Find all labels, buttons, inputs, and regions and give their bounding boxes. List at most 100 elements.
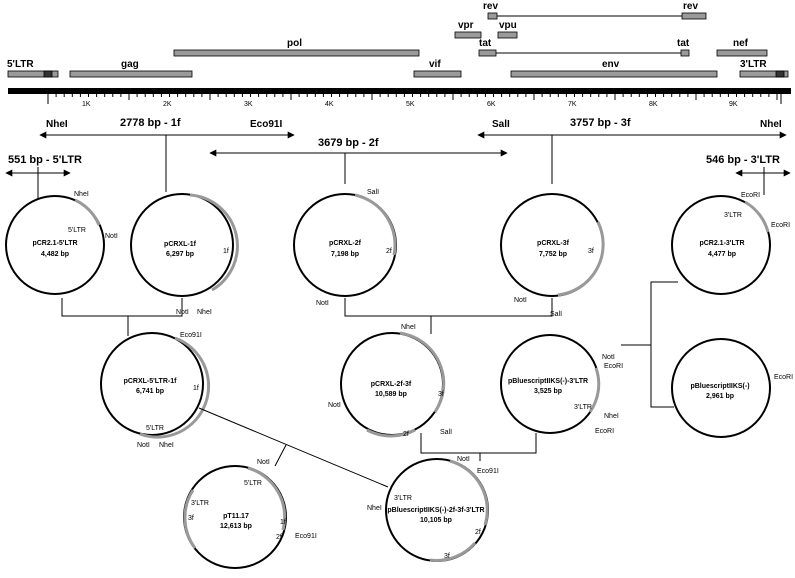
- p6-size: 6,741 bp: [136, 388, 164, 395]
- ltr3-box: [739, 70, 789, 78]
- p11-size: 10,105 bp: [420, 517, 452, 524]
- p2-feat-nhei: NheI: [197, 309, 212, 316]
- p1-feat-noti: NotI: [105, 233, 118, 240]
- tat2-box: [680, 49, 690, 57]
- vpr-box: [454, 31, 482, 39]
- site-nhei-left: NheI: [46, 119, 68, 130]
- tick-label-1k: 1K: [82, 101, 91, 108]
- genome-ruler: [8, 88, 791, 94]
- p5-feat-3ltr: 3'LTR: [724, 212, 742, 219]
- nef-label: nef: [733, 38, 749, 49]
- p10-feat-3ltr: 3'LTR: [191, 500, 209, 507]
- p1-feat-5ltr: 5'LTR: [68, 227, 86, 234]
- tick-label-2k: 2K: [163, 101, 172, 108]
- p7-feat-3f: 3f: [438, 391, 444, 398]
- p2-name: pCRXL-1f: [164, 241, 197, 248]
- tat1-box: [478, 49, 497, 57]
- p7-feat-sali: SalI: [440, 429, 452, 436]
- p7-name: pCRXL-2f-3f: [371, 381, 412, 388]
- p10-size: 12,613 bp: [220, 523, 252, 530]
- p10-feat-noti: NotI: [257, 459, 270, 466]
- plasmid-p4: pCRXL-3f 7,752 bp 3f NotI SalI: [500, 193, 605, 318]
- plasmid-p9: pBluescriptIIKS(-) 2,961 bp EcoRI: [671, 338, 793, 438]
- p7-feat-2f: 2f: [403, 431, 409, 438]
- cloning-connectors: [61, 281, 678, 488]
- p10-feat-2f: 2f: [276, 534, 282, 541]
- env-box: [510, 70, 718, 78]
- fragment-3f-label: 3757 bp - 3f: [570, 117, 631, 129]
- fragment-2f-label: 3679 bp - 2f: [318, 137, 379, 149]
- tat1-label: tat: [479, 38, 492, 49]
- ltr5-label: 5'LTR: [7, 59, 34, 70]
- plasmid-p7: pCRXL-2f-3f 10,589 bp NheI 3f NotI 2f Sa…: [328, 324, 452, 438]
- fragment-1f-label: 2778 bp - 1f: [120, 117, 181, 129]
- p6-feat-1f: 1f: [193, 385, 199, 392]
- p8-feat-ecori1: EcoRI: [604, 363, 623, 370]
- p4-feat-sali: SalI: [550, 311, 562, 318]
- p4-feat-noti: NotI: [514, 297, 527, 304]
- tick-label-8k: 8K: [649, 101, 658, 108]
- plasmid-p10: pT11.17 12,613 bp NotI 5'LTR 3'LTR 3f 1f…: [183, 459, 317, 569]
- nef-box: [716, 49, 768, 57]
- tick-label-9k: 9K: [729, 101, 738, 108]
- p6-feat-5ltr: 5'LTR: [146, 425, 164, 432]
- vpr-label: vpr: [458, 20, 474, 31]
- p6-feat-noti: NotI: [137, 442, 150, 449]
- pol-label: pol: [287, 38, 302, 49]
- rev1-label: rev: [483, 1, 498, 12]
- p10-feat-3f: 3f: [188, 515, 194, 522]
- p1-name: pCR2.1-5'LTR: [32, 240, 77, 247]
- p3-size: 7,198 bp: [331, 251, 359, 258]
- p1-size: 4,482 bp: [41, 251, 69, 258]
- plasmid-p3: pCRXL-2f 7,198 bp SalI 2f NotI: [293, 189, 397, 307]
- p3-feat-sali: SalI: [367, 189, 379, 196]
- p1-feat-nhei: NheI: [74, 191, 89, 198]
- p10-name: pT11.17: [223, 513, 249, 520]
- p11-feat-nhei: NheI: [367, 505, 382, 512]
- p8-size: 3,525 bp: [534, 388, 562, 395]
- p2-feat-1f: 1f: [223, 248, 229, 255]
- p10-feat-5ltr: 5'LTR: [244, 480, 262, 487]
- p9-size: 2,961 bp: [706, 393, 734, 400]
- ltr3-box-dark: [775, 70, 785, 78]
- tick-label-6k: 6K: [487, 101, 496, 108]
- p7-feat-nhei: NheI: [401, 324, 416, 331]
- site-nhei-right: NheI: [760, 119, 782, 130]
- rev2-label: rev: [683, 1, 698, 12]
- p11-feat-3f: 3f: [444, 553, 450, 560]
- p9-name: pBluescriptIIKS(-): [690, 383, 749, 390]
- genome-map: 5'LTR gag pol vif vpr vpu rev rev tat ta…: [7, 1, 791, 108]
- p7-feat-noti: NotI: [328, 402, 341, 409]
- tick-label-4k: 4K: [325, 101, 334, 108]
- vpu-label: vpu: [499, 20, 517, 31]
- p3-feat-noti: NotI: [316, 300, 329, 307]
- p8-name: pBluescriptIIKS(-)-3'LTR: [508, 378, 588, 385]
- vif-box: [413, 70, 462, 78]
- p6-feat-eco91i: Eco91I: [180, 332, 202, 339]
- fragment-3ltr-label: 546 bp - 3'LTR: [706, 154, 780, 166]
- p4-feat-3f: 3f: [588, 248, 594, 255]
- gag-label: gag: [121, 59, 139, 70]
- p8-feat-3ltr: 3'LTR: [574, 404, 592, 411]
- vpu-box: [497, 31, 518, 39]
- p8-feat-ecori2: EcoRI: [595, 428, 614, 435]
- p8-feat-nhei: NheI: [604, 413, 619, 420]
- ltr5-box: [7, 70, 59, 78]
- plasmid-p8: pBluescriptIIKS(-)-3'LTR 3,525 bp NotI E…: [500, 334, 623, 435]
- gag-box: [69, 70, 193, 78]
- tick-label-5k: 5K: [406, 101, 415, 108]
- p4-size: 7,752 bp: [539, 251, 567, 258]
- p4-name: pCRXL-3f: [537, 240, 570, 247]
- ruler-ticks: [47, 94, 778, 100]
- site-eco91i: Eco91I: [250, 119, 282, 130]
- tick-label-7k: 7K: [568, 101, 577, 108]
- p5-size: 4,477 bp: [708, 251, 736, 258]
- plasmid-p6: pCRXL-5'LTR-1f 6,741 bp Eco91I 1f 5'LTR …: [100, 332, 211, 449]
- p6-name: pCRXL-5'LTR-1f: [124, 378, 178, 385]
- rev1-box: [487, 12, 498, 20]
- p7-size: 10,589 bp: [375, 391, 407, 398]
- env-label: env: [602, 59, 620, 70]
- pol-box: [173, 49, 420, 57]
- p3-name: pCRXL-2f: [329, 240, 362, 247]
